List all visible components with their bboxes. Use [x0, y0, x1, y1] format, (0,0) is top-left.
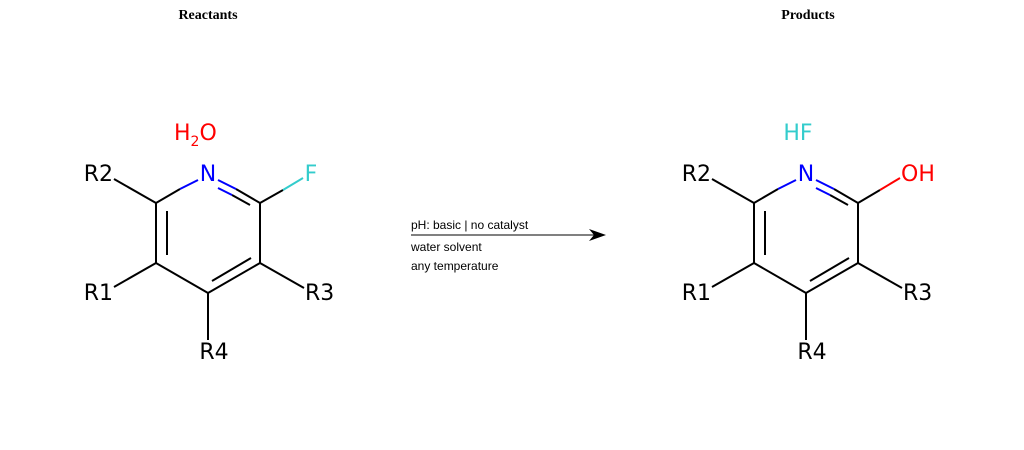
- bond-r2: [113, 178, 157, 204]
- nitrogen-label: N: [798, 162, 814, 187]
- bond: [753, 262, 807, 294]
- bond: [815, 179, 835, 190]
- reactants-title: Reactants: [178, 8, 238, 23]
- water-h: H: [174, 121, 191, 146]
- bond: [179, 179, 199, 190]
- bond: [829, 194, 849, 206]
- bond-r1: [113, 262, 157, 288]
- bond-r1: [711, 262, 755, 288]
- reaction-arrow-group: pH: basic | no catalyst water solvent an…: [410, 218, 606, 273]
- bond: [777, 179, 797, 190]
- bond: [217, 187, 233, 196]
- product-ring-bonds: [753, 179, 859, 294]
- nitrogen-label: N: [200, 162, 216, 187]
- water-subscript: 2: [191, 134, 200, 150]
- bond: [235, 188, 261, 204]
- bond: [809, 257, 850, 282]
- bond: [833, 188, 859, 204]
- r4-label: R4: [199, 340, 228, 365]
- bond-r3: [857, 262, 903, 289]
- bond: [207, 262, 261, 294]
- reactant-substituent-bonds: [113, 177, 305, 340]
- bond-oh: [857, 189, 881, 204]
- hydrogen-fluoride-label: HF: [783, 121, 812, 146]
- bond: [815, 187, 831, 196]
- product-molecule: N OH R2 R1 R3 R4 HF: [682, 121, 935, 365]
- bond: [231, 194, 251, 206]
- products-title: Products: [781, 8, 835, 23]
- bond: [217, 179, 237, 190]
- bond-f: [259, 189, 284, 204]
- reactant-ring-bonds: [155, 179, 261, 294]
- bond-oh: [879, 177, 901, 191]
- bond: [211, 257, 252, 282]
- water-label: H2O: [174, 121, 217, 150]
- bond-r2: [711, 178, 755, 204]
- condition-ph-catalyst: pH: basic | no catalyst: [411, 218, 529, 232]
- condition-solvent: water solvent: [410, 240, 482, 254]
- bond: [155, 262, 209, 294]
- bond: [753, 188, 779, 204]
- hydroxyl-label: OH: [901, 162, 935, 187]
- r3-label: R3: [305, 281, 334, 306]
- fluorine-label: F: [305, 162, 318, 187]
- arrow-head-icon: [589, 229, 606, 241]
- product-substituent-bonds: [711, 177, 903, 340]
- bond-f: [282, 177, 304, 191]
- r4-label: R4: [797, 340, 826, 365]
- reactant-molecule: N F R2 R1 R3 R4 H2O: [84, 121, 335, 365]
- bond: [805, 262, 859, 294]
- condition-temperature: any temperature: [411, 259, 499, 273]
- bond: [155, 188, 181, 204]
- r1-label: R1: [84, 281, 113, 306]
- r2-label: R2: [84, 162, 113, 187]
- r1-label: R1: [682, 281, 711, 306]
- r3-label: R3: [903, 281, 932, 306]
- water-o: O: [199, 121, 216, 146]
- bond-r3: [259, 262, 305, 289]
- r2-label: R2: [682, 162, 711, 187]
